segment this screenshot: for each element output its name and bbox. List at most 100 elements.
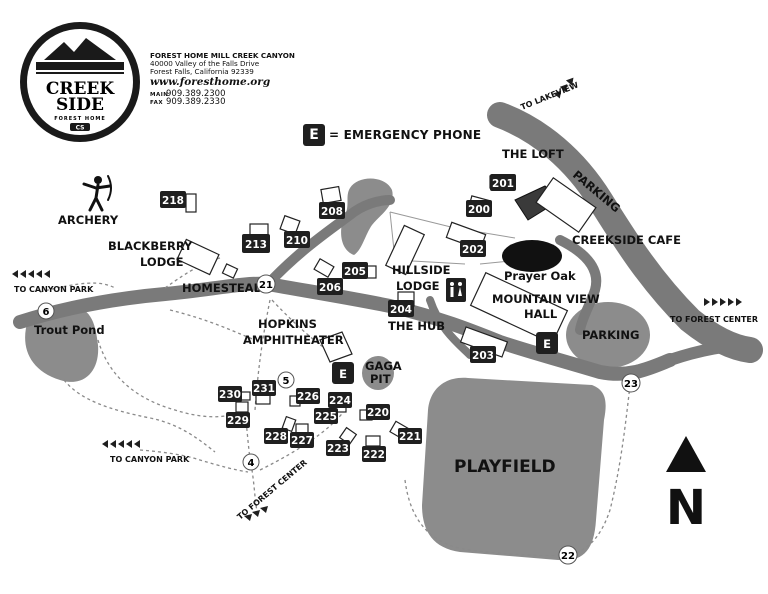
parking-circle-label: PARKING xyxy=(582,328,639,342)
org-name: FOREST HOME MILL CREEK CANYON xyxy=(150,51,295,60)
parking-drive xyxy=(487,102,763,363)
north-arrow-icon: N xyxy=(666,436,706,536)
svg-text:200: 200 xyxy=(468,204,490,216)
building-228-badge[interactable]: 228 xyxy=(264,428,288,444)
svg-text:6: 6 xyxy=(43,307,50,318)
marker-21: 21 xyxy=(256,274,276,294)
svg-text:205: 205 xyxy=(344,266,366,278)
hopkins-label-1: HOPKINS xyxy=(258,317,317,331)
marker-23: 23 xyxy=(621,373,641,393)
hillside-label-1: HILLSIDE xyxy=(392,263,451,277)
building-220-badge[interactable]: 220 xyxy=(366,404,390,420)
logo-line-2: SIDE xyxy=(56,95,104,115)
main-phone[interactable]: 909.389.2300 xyxy=(166,88,226,99)
gaga-label-1: GAGA xyxy=(365,359,402,373)
building-218-badge[interactable]: 218 xyxy=(160,191,186,208)
emergency-phone-icon: E xyxy=(536,332,558,354)
svg-text:21: 21 xyxy=(259,280,273,291)
marker-5: 5 xyxy=(277,371,295,389)
main-phone-row: MAIN909.389.2300 xyxy=(150,88,295,100)
svg-text:208: 208 xyxy=(321,206,343,218)
building-224-badge[interactable]: 224 xyxy=(328,392,352,408)
marker-6: 6 xyxy=(37,302,55,320)
svg-text:221: 221 xyxy=(399,431,421,443)
building-210-badge[interactable]: 210 xyxy=(284,231,310,248)
building-226-badge[interactable]: 226 xyxy=(296,388,320,404)
playfield-area[interactable] xyxy=(422,377,606,561)
svg-text:225: 225 xyxy=(315,411,337,423)
svg-text:201: 201 xyxy=(492,178,514,190)
building-202-badge[interactable]: 202 xyxy=(460,240,486,257)
mountain-view-label-1: MOUNTAIN VIEW xyxy=(492,292,600,306)
gaga-pit[interactable] xyxy=(362,356,394,390)
logo-badge: CS xyxy=(76,125,85,132)
address-line-2: Forest Falls, California 92339 xyxy=(150,67,254,77)
archer-icon xyxy=(82,175,112,212)
building-227-badge[interactable]: 227 xyxy=(290,432,314,448)
fax-label: FAX xyxy=(150,100,164,107)
svg-text:227: 227 xyxy=(291,435,313,447)
svg-text:22: 22 xyxy=(561,551,575,562)
fax-phone: 909.389.2330 xyxy=(166,97,226,108)
building-206-badge[interactable]: 206 xyxy=(317,278,343,295)
legend-text: = EMERGENCY PHONE xyxy=(329,128,482,142)
arrows xyxy=(12,77,742,521)
building-222-badge[interactable]: 222 xyxy=(362,446,386,462)
building-223-badge[interactable]: 223 xyxy=(326,440,350,456)
archery-label: ARCHERY xyxy=(58,213,119,227)
hopkins-label-2: AMPHITHEATER xyxy=(243,333,344,347)
svg-text:210: 210 xyxy=(286,235,308,247)
building-230-badge[interactable]: 230 xyxy=(218,386,242,402)
svg-text:230: 230 xyxy=(219,389,241,401)
svg-text:226: 226 xyxy=(297,391,319,403)
building-225-badge[interactable]: 225 xyxy=(314,408,338,424)
mountain-view-label-2: HALL xyxy=(524,307,558,321)
restroom-icon xyxy=(446,278,466,302)
prayer-oak-label: Prayer Oak xyxy=(504,269,576,283)
svg-text:213: 213 xyxy=(245,239,267,251)
logo-line-1: CREEK xyxy=(46,79,116,99)
map-legend: E = EMERGENCY PHONE xyxy=(303,124,481,146)
svg-text:231: 231 xyxy=(253,383,275,395)
website-link[interactable]: www.foresthome.org xyxy=(150,76,271,89)
amphitheater xyxy=(319,331,353,363)
marker-4: 4 xyxy=(242,453,260,471)
building-221-badge[interactable]: 221 xyxy=(398,428,422,444)
svg-text:204: 204 xyxy=(390,304,412,316)
svg-text:5: 5 xyxy=(283,376,290,387)
the-loft-label: THE LOFT xyxy=(502,147,564,161)
trout-pond xyxy=(25,305,99,382)
hillside-label-2: LODGE xyxy=(396,279,440,293)
to-lakeview-label: TO LAKEVIEW xyxy=(519,80,580,111)
svg-text:220: 220 xyxy=(367,407,389,419)
building-203-badge[interactable]: 203 xyxy=(470,346,496,363)
building-229-badge[interactable]: 229 xyxy=(226,412,250,428)
building-213-badge[interactable]: 213 xyxy=(242,234,270,253)
building-200-badge[interactable]: 200 xyxy=(466,200,492,217)
the-hub-label: THE HUB xyxy=(388,319,445,333)
building-badges[interactable]: 218 213 210 208 206 205 204 202 201 200 … xyxy=(160,174,516,462)
building-208-badge[interactable]: 208 xyxy=(319,202,345,219)
building-201-badge[interactable]: 201 xyxy=(490,174,516,191)
to-canyon-park-bottom: TO CANYON PARK xyxy=(110,455,190,464)
north-label: N xyxy=(666,480,706,536)
homestead-label: HOMESTEAD xyxy=(182,281,263,295)
main-label: MAIN xyxy=(150,91,169,98)
svg-text:218: 218 xyxy=(162,195,184,207)
building-205-badge[interactable]: 205 xyxy=(342,262,368,279)
building-231-badge[interactable]: 231 xyxy=(252,380,276,396)
blackberry-label-1: BLACKBERRY xyxy=(108,239,193,253)
svg-text:224: 224 xyxy=(329,395,351,407)
creekside-logo: CREEK SIDE FOREST HOME CS xyxy=(20,22,140,142)
gaga-label-2: PIT xyxy=(370,372,391,386)
svg-text:202: 202 xyxy=(462,244,484,256)
svg-text:223: 223 xyxy=(327,443,349,455)
building-204-badge[interactable]: 204 xyxy=(388,300,414,317)
svg-text:23: 23 xyxy=(624,379,638,390)
address-line-1: 40000 Valley of the Falls Drive xyxy=(150,59,260,69)
svg-text:E: E xyxy=(543,337,551,351)
svg-text:4: 4 xyxy=(248,458,255,469)
to-canyon-park-top: TO CANYON PARK xyxy=(14,285,94,294)
emergency-phone-icon: E xyxy=(303,124,325,146)
